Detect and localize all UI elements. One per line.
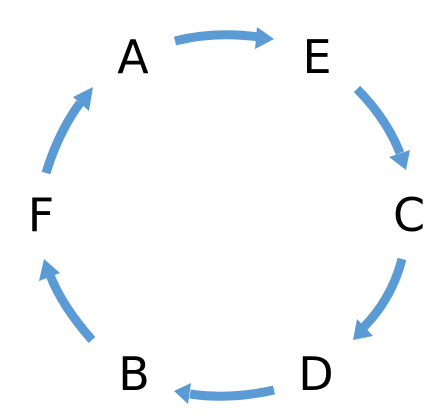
arrow-a-to-e [173, 27, 274, 49]
node-e-label: E [302, 30, 332, 84]
arrow-b-to-f [39, 259, 96, 343]
node-b-label: B [118, 347, 150, 401]
node-d-label: D [298, 347, 334, 401]
node-f-label: F [27, 188, 55, 242]
arrow-d-to-b [174, 383, 275, 404]
node-a-label: A [117, 30, 149, 84]
arrow-f-to-a [41, 87, 93, 175]
node-c-label: C [392, 188, 426, 242]
arrow-c-to-d [353, 257, 407, 340]
arrow-e-to-c [353, 85, 410, 170]
